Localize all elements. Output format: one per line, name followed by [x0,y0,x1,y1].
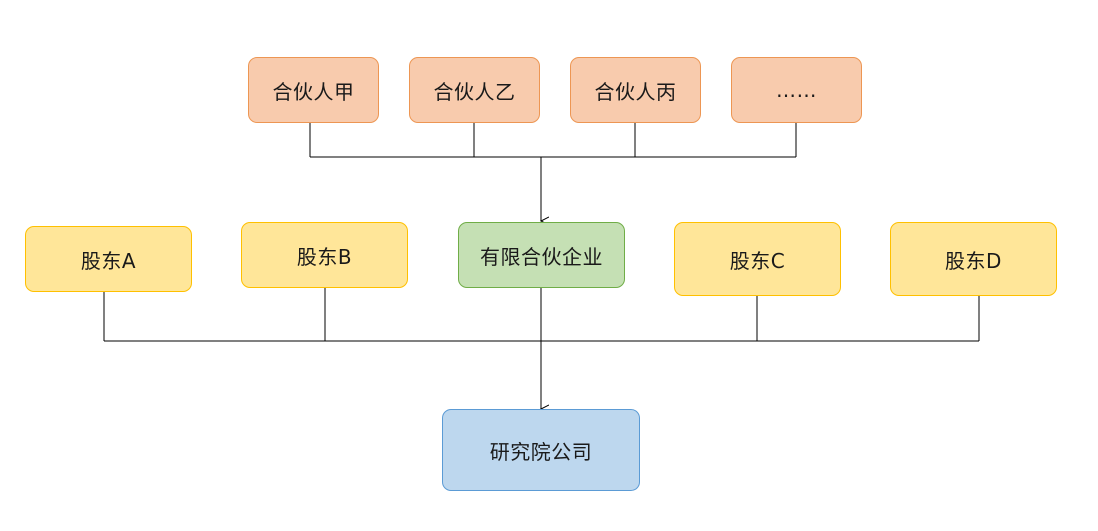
shareholder-node-b: 股东B [241,222,408,288]
shareholder-label: 股东D [945,248,1002,273]
partner-label: 合伙人甲 [272,79,355,104]
shareholder-node-c: 股东C [674,222,841,296]
partner-label: 合伙人乙 [433,79,516,104]
limited-partnership-label: 有限合伙企业 [480,244,603,269]
institute-node: 研究院公司 [442,409,640,491]
partner-node-bing: 合伙人丙 [570,57,701,123]
partner-label: …… [776,78,817,102]
partner-node-yi: 合伙人乙 [409,57,540,123]
partner-node-more: …… [731,57,862,123]
shareholder-node-d: 股东D [890,222,1057,296]
shareholder-label: 股东B [296,244,353,269]
shareholder-label: 股东A [80,248,137,273]
shareholder-node-a: 股东A [25,226,192,292]
partner-node-jia: 合伙人甲 [248,57,379,123]
limited-partnership-node: 有限合伙企业 [458,222,625,288]
partner-label: 合伙人丙 [594,79,677,104]
shareholder-label: 股东C [729,248,786,273]
institute-label: 研究院公司 [489,439,593,464]
